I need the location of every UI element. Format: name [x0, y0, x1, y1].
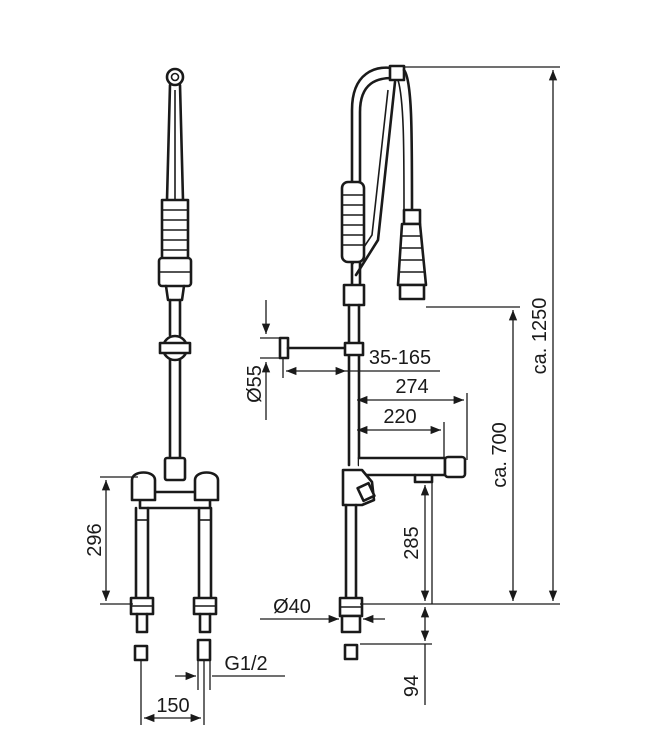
front-view [129, 67, 220, 662]
label-274: 274 [395, 376, 428, 398]
dim-thread: G1/2 [175, 652, 285, 690]
dim-94: 94 [360, 607, 432, 705]
label-700: ca. 700 [489, 422, 511, 488]
label-d55: Ø55 [244, 365, 266, 403]
side-view [278, 64, 467, 661]
label-d40: Ø40 [273, 596, 311, 618]
label-285: 285 [401, 526, 423, 559]
dim-285: 285 [401, 482, 433, 604]
dim-35-165: 35-165 [282, 347, 440, 378]
dim-d40: Ø40 [260, 596, 385, 624]
dim-296: 296 [84, 476, 138, 605]
dim-1250: ca. 1250 [360, 66, 560, 605]
dim-d55: Ø55 [244, 300, 282, 420]
dim-150: 150 [140, 660, 205, 725]
label-thread: G1/2 [224, 653, 267, 675]
label-35-165: 35-165 [369, 347, 431, 369]
label-220: 220 [383, 406, 416, 428]
dim-220: 220 [357, 406, 445, 458]
dim-274: 274 [357, 376, 468, 460]
label-1250: ca. 1250 [529, 298, 551, 375]
label-94: 94 [401, 675, 423, 697]
label-296: 296 [84, 523, 106, 556]
dim-700: ca. 700 [426, 306, 520, 601]
label-150: 150 [156, 695, 189, 717]
